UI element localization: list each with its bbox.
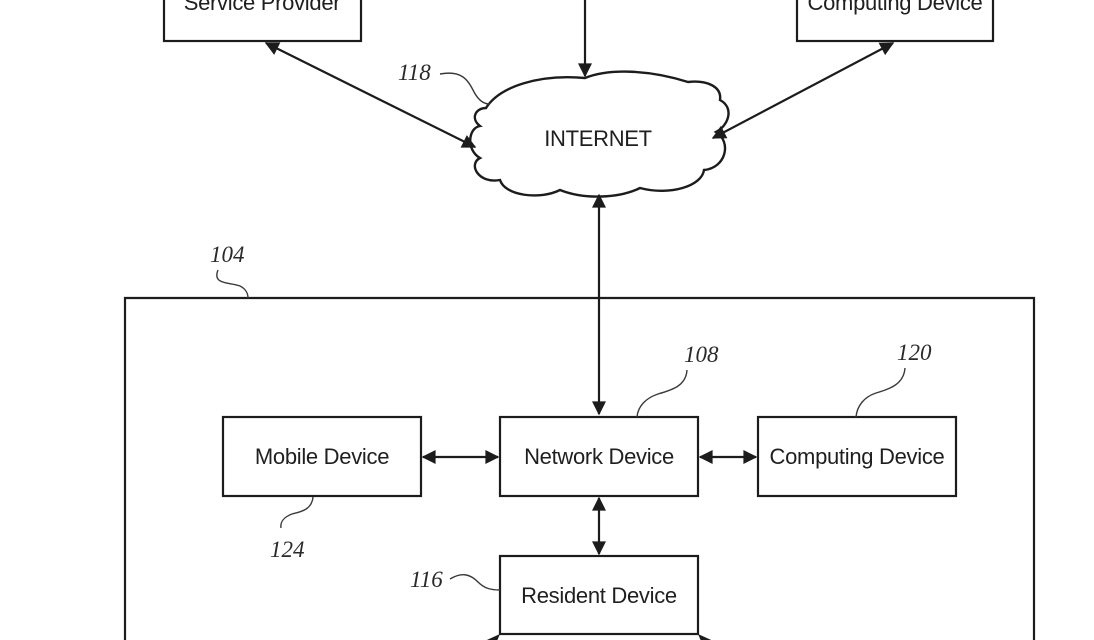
internet-label: INTERNET bbox=[544, 126, 652, 151]
arrowhead-bottom-left bbox=[486, 634, 500, 640]
resident-device-ref-leader bbox=[449, 574, 501, 591]
resident-device-label: Resident Device bbox=[521, 583, 677, 608]
network-device-ref-number: 108 bbox=[684, 342, 719, 367]
network-device-label: Network Device bbox=[524, 444, 674, 469]
computing-device-box bbox=[756, 415, 958, 498]
arrowhead-bottom-right bbox=[698, 634, 712, 640]
remote-computing-device-label: Computing Device bbox=[808, 0, 983, 15]
internet-ref-number: 118 bbox=[398, 60, 431, 85]
resident-device-node: Resident Device 116 bbox=[410, 554, 700, 636]
arrow-remote-computing-internet bbox=[711, 42, 895, 139]
mobile-device-node: Mobile Device 124 bbox=[221, 415, 423, 562]
environment-ref-leader bbox=[216, 269, 249, 299]
remote-computing-device-box bbox=[795, 0, 995, 43]
internet-ref-leader bbox=[439, 72, 491, 105]
internet-cloud-shape bbox=[469, 70, 730, 198]
network-device-node: Network Device 108 bbox=[498, 342, 719, 498]
computing-device-label: Computing Device bbox=[770, 444, 945, 469]
environment-boundary: 104 bbox=[123, 242, 1036, 640]
remote-computing-device-node: Computing Device bbox=[795, 0, 995, 43]
computing-device-node: Computing Device 120 bbox=[756, 340, 958, 498]
internet-node: INTERNET 118 bbox=[398, 60, 730, 198]
resident-device-ref-number: 116 bbox=[410, 567, 443, 592]
network-device-ref-leader bbox=[636, 369, 688, 418]
mobile-device-ref-number: 124 bbox=[270, 537, 305, 562]
resident-device-box bbox=[498, 554, 700, 636]
computing-device-ref-leader bbox=[855, 367, 906, 418]
mobile-device-box bbox=[221, 415, 423, 498]
service-provider-box bbox=[162, 0, 363, 43]
mobile-device-label: Mobile Device bbox=[255, 444, 389, 469]
environment-boundary-box bbox=[123, 296, 1036, 640]
service-provider-node: Service Provider bbox=[162, 0, 363, 43]
environment-ref-number: 104 bbox=[210, 242, 245, 267]
service-provider-label: Service Provider bbox=[184, 0, 341, 15]
arrow-service-provider-internet bbox=[264, 42, 477, 148]
mobile-device-ref-leader bbox=[280, 496, 314, 529]
computing-device-ref-number: 120 bbox=[897, 340, 932, 365]
network-device-box bbox=[498, 415, 700, 498]
